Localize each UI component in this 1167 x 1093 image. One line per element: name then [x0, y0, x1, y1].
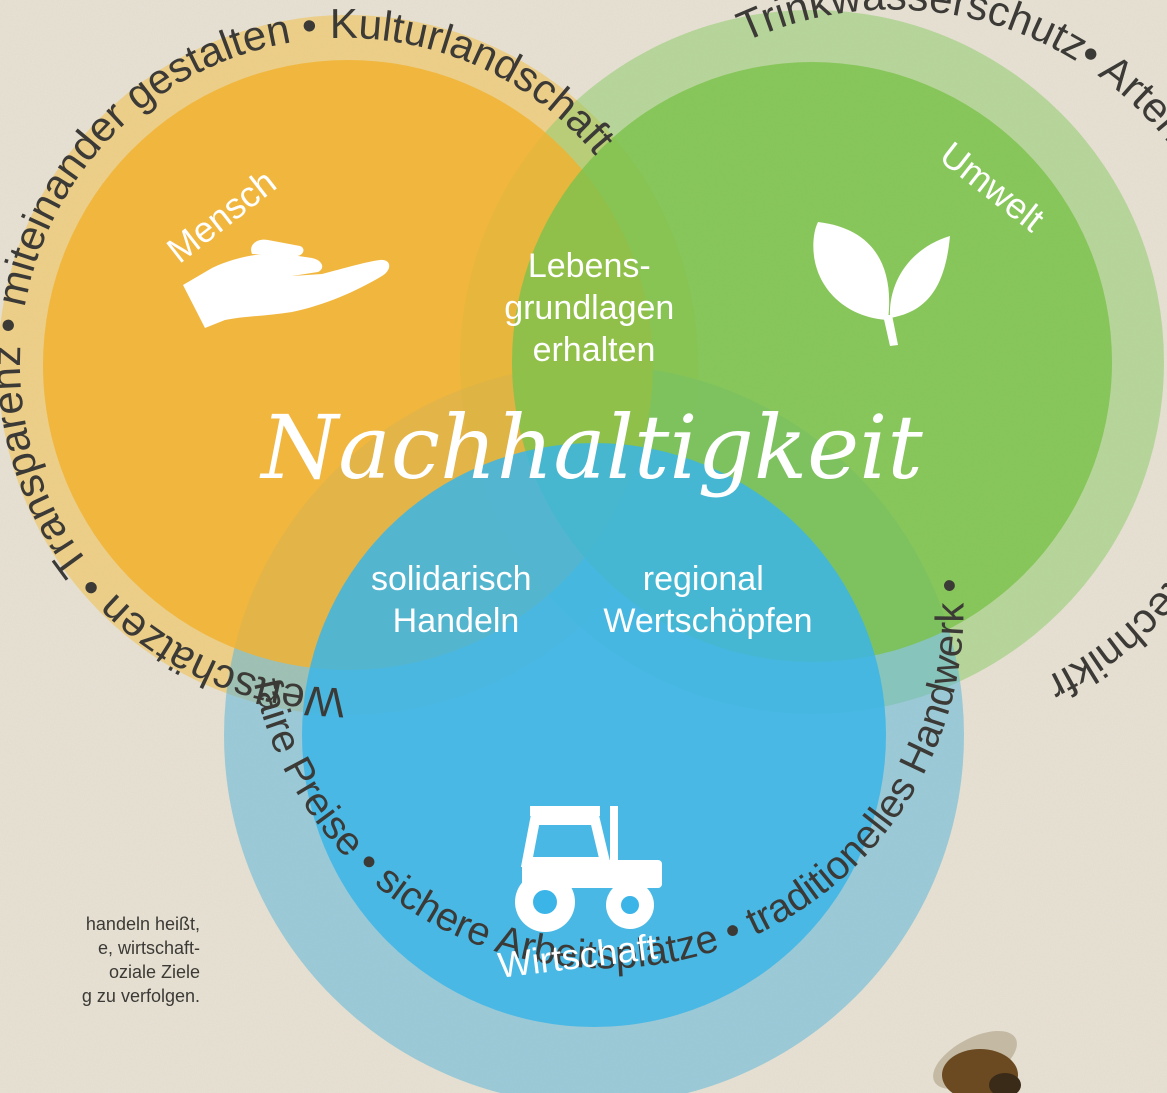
solidarisch-text: solidarisch Handeln	[371, 560, 541, 640]
side-note: handeln heißt, e, wirtschaft- oziale Zie…	[0, 912, 200, 1008]
hand-icon	[183, 239, 390, 328]
side-note-line: e, wirtschaft-	[97, 938, 200, 958]
wirtschaft-circle	[302, 443, 886, 1027]
regional-text: regional Wertschöpfen	[603, 560, 812, 640]
sprout-icon	[813, 222, 950, 346]
side-note-line: g zu verfolgen.	[81, 986, 200, 1006]
side-note-line: oziale Ziele	[108, 962, 200, 982]
main-title: Nachhaltigkeit	[259, 396, 923, 499]
tractor-icon	[515, 806, 662, 932]
bee-icon	[933, 1030, 1021, 1093]
side-note-line: handeln heißt,	[85, 914, 200, 934]
lebensgrundlagen-text: Lebens- grundlagen erhalten	[504, 247, 684, 369]
